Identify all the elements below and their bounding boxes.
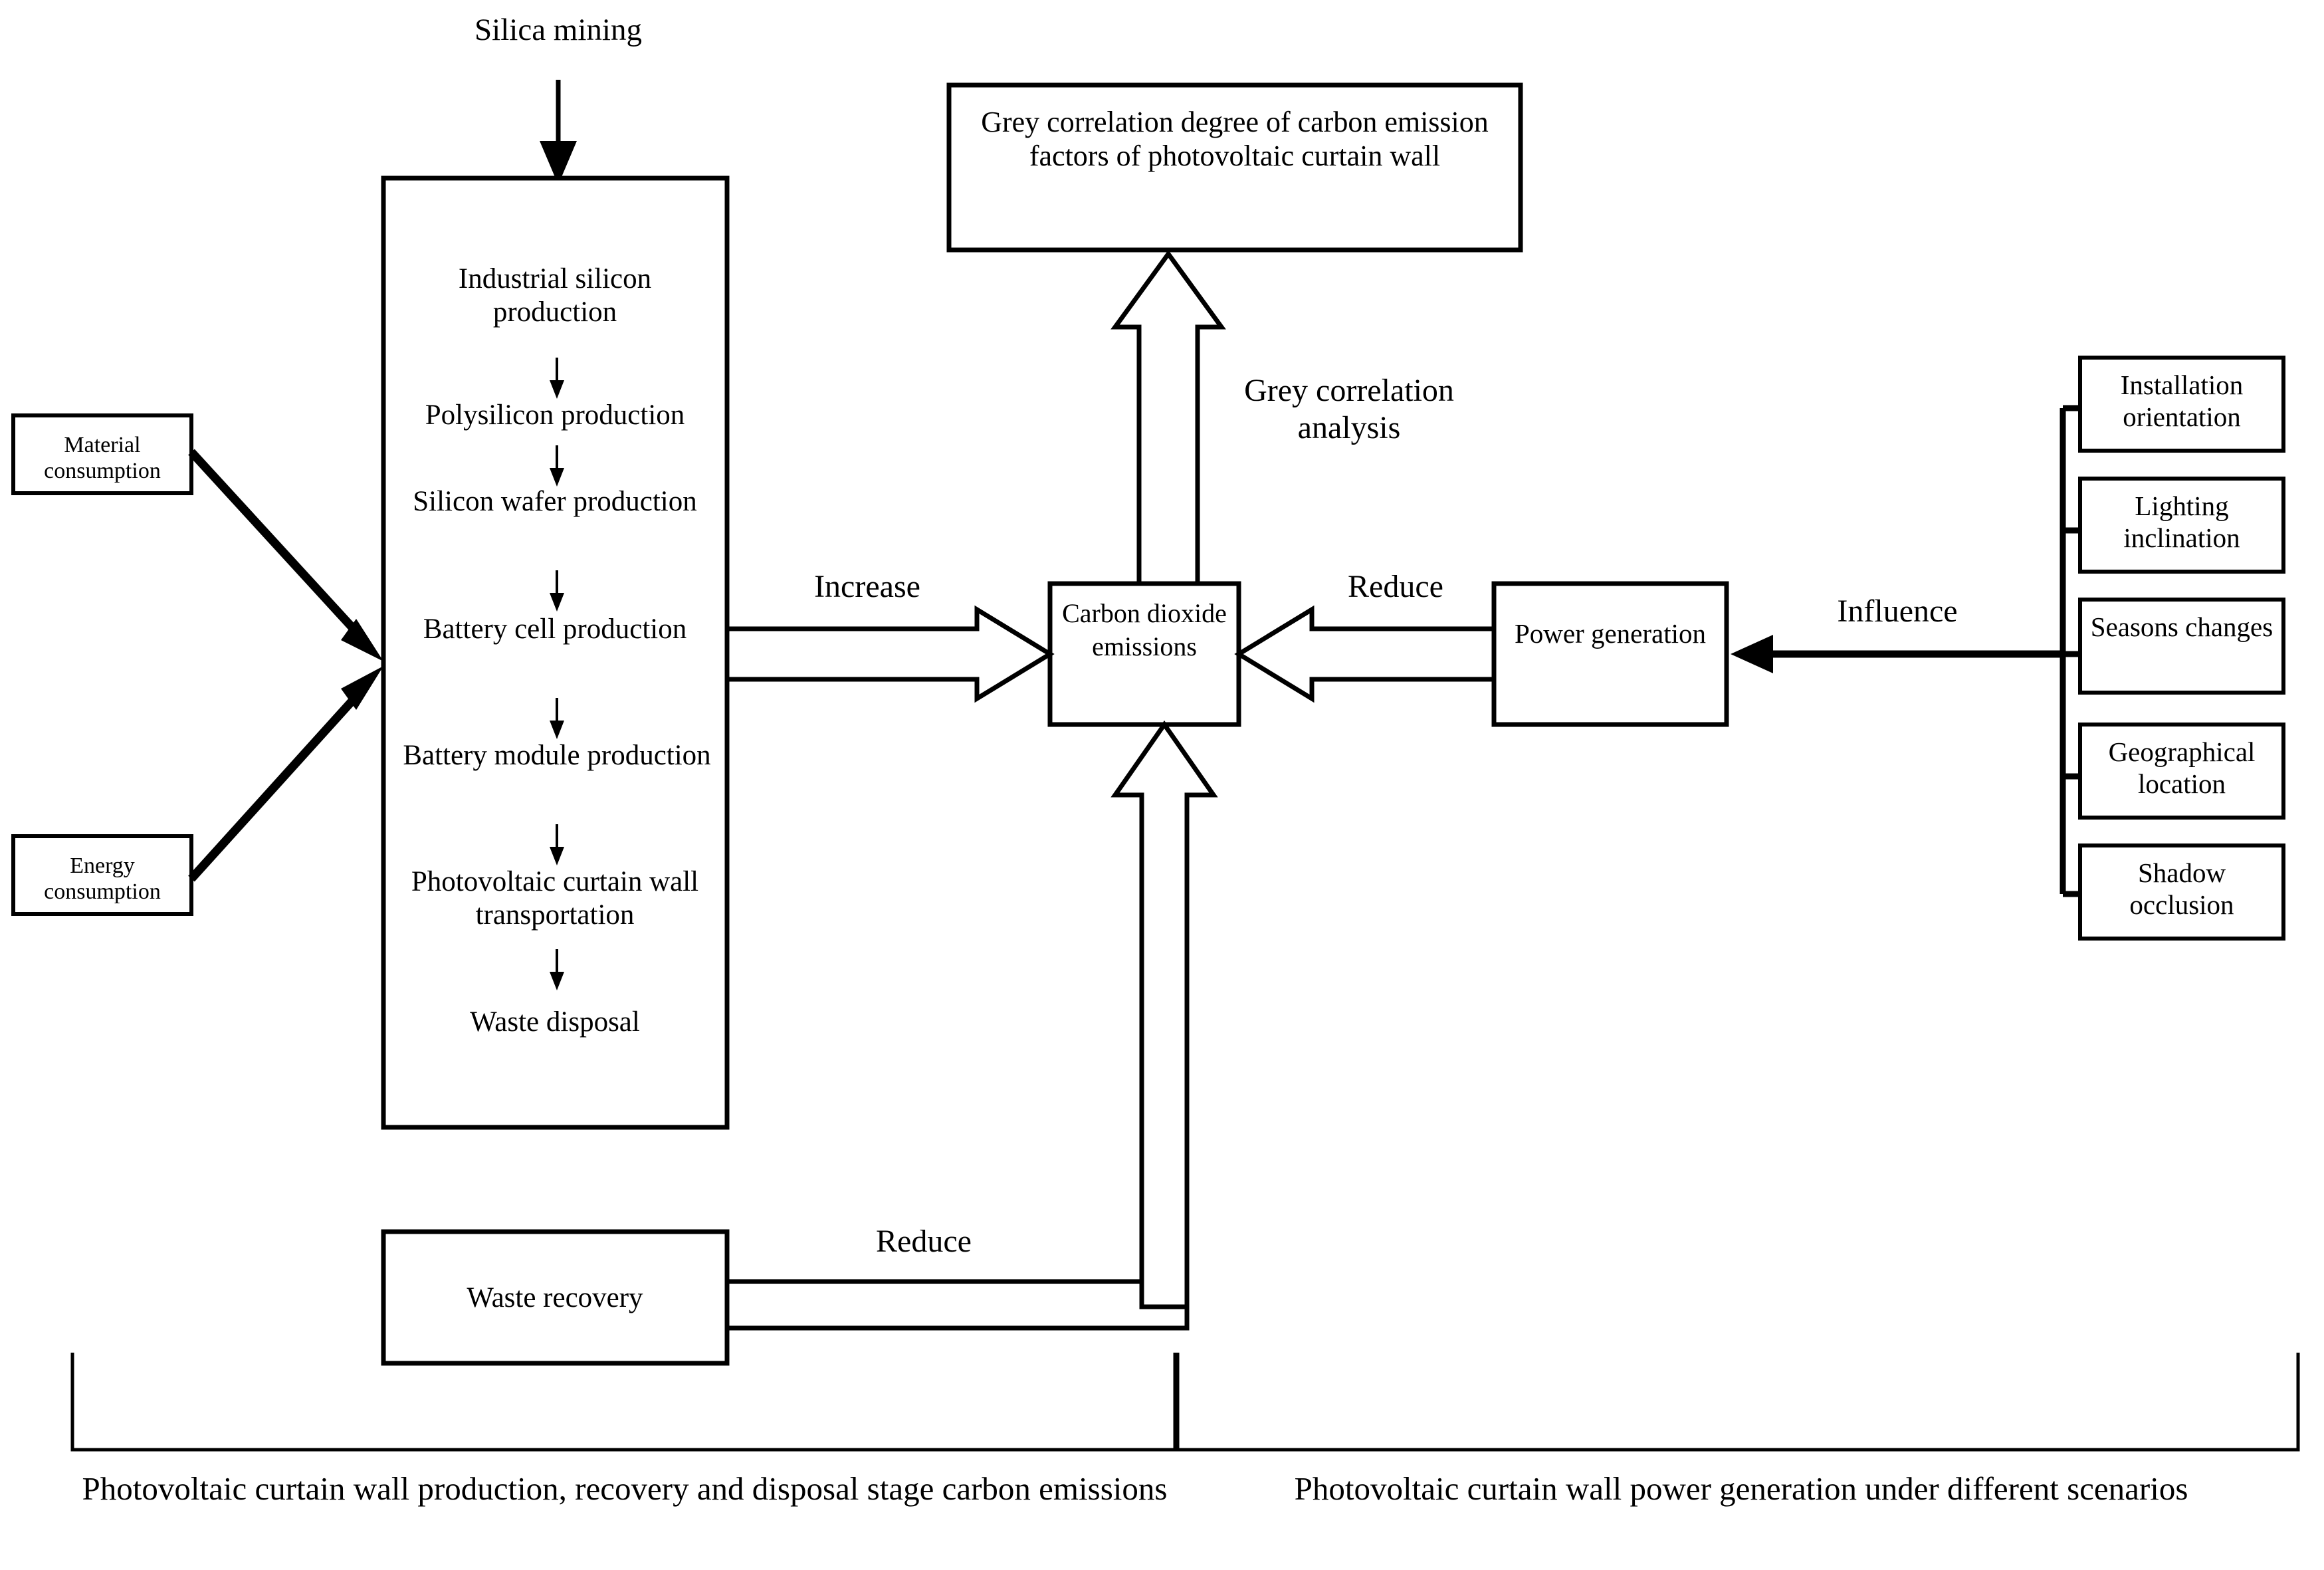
energy-consumption-arrow bbox=[188, 666, 383, 882]
waste-recovery-label: Waste recovery bbox=[467, 1282, 643, 1313]
process-step-6: Waste disposal bbox=[470, 1006, 640, 1038]
factor-label-2: Seasons changes bbox=[2090, 612, 2273, 642]
waste-recovery-box bbox=[381, 1229, 730, 1366]
silica-mining-label: Silica mining bbox=[475, 13, 642, 47]
process-step-arrows bbox=[550, 358, 564, 990]
waste-recovery-connector bbox=[727, 1279, 1190, 1331]
influence-arrow bbox=[1731, 635, 2063, 673]
bracket-right bbox=[1176, 1353, 2300, 1452]
influence-label: Influence bbox=[1837, 594, 1958, 629]
process-step-3: Battery cell production bbox=[423, 614, 687, 645]
process-step-2: Silicon wafer production bbox=[413, 486, 697, 517]
process-step-1: Polysilicon production bbox=[425, 399, 685, 431]
factor-label-0: Installation orientation bbox=[2120, 370, 2244, 432]
process-step-4: Battery module production bbox=[403, 740, 711, 771]
power-generation-box bbox=[1491, 581, 1729, 727]
caption-left: Photovoltaic curtain wall production, re… bbox=[82, 1470, 1168, 1507]
factor-label-1: Lighting inclination bbox=[2123, 491, 2240, 553]
reduce-power-label: Reduce bbox=[1348, 569, 1443, 604]
material-consumption-arrow bbox=[188, 449, 383, 661]
process-box bbox=[381, 175, 730, 1130]
grey-correlation-analysis-label: Grey correlation analysis bbox=[1244, 373, 1454, 445]
factor-box-0 bbox=[2078, 356, 2285, 453]
carbon-dioxide-label: Carbon dioxide emissions bbox=[1062, 598, 1227, 661]
bracket-left bbox=[70, 1353, 1177, 1452]
reduce-waste-block-arrow bbox=[1110, 720, 1218, 1309]
increase-label: Increase bbox=[814, 569, 920, 604]
factor-box-3 bbox=[2078, 723, 2285, 820]
factor-label-4: Shadow occlusion bbox=[2129, 857, 2234, 920]
factor-box-2 bbox=[2078, 598, 2285, 695]
reduce-waste-label: Reduce bbox=[876, 1224, 972, 1259]
factor-box-4 bbox=[2078, 843, 2285, 941]
reduce-power-block-arrow bbox=[1234, 605, 1497, 703]
energy-consumption-label: Energy consumption bbox=[44, 853, 161, 905]
material-consumption-label: Material consumption bbox=[44, 433, 161, 484]
grey-correlation-result-box bbox=[946, 82, 1523, 253]
process-step-0: Industrial silicon production bbox=[458, 263, 652, 328]
process-step-5: Photovoltaic curtain wall transportation bbox=[411, 866, 699, 931]
grey-correlation-result-label: Grey correlation degree of carbon emissi… bbox=[981, 106, 1489, 173]
factor-label-3: Geographical location bbox=[2108, 736, 2256, 799]
silica-mining-arrow bbox=[540, 80, 577, 185]
power-generation-label: Power generation bbox=[1514, 618, 1707, 649]
caption-right: Photovoltaic curtain wall power generati… bbox=[1294, 1470, 2188, 1507]
increase-block-arrow bbox=[724, 605, 1055, 703]
factor-box-1 bbox=[2078, 477, 2285, 574]
grey-correlation-block-arrow bbox=[1110, 250, 1226, 588]
